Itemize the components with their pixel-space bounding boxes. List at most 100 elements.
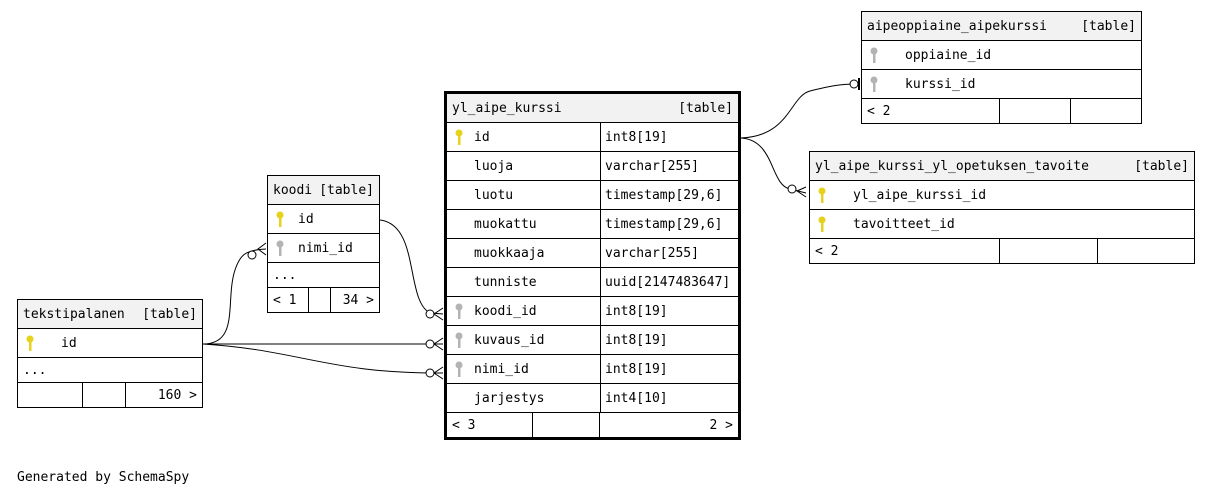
edge-aipekurssi-kurssi: [740, 83, 859, 139]
column-name: tavoitteet_id: [853, 216, 955, 232]
column-type: uuid[2147483647]: [600, 268, 730, 296]
footer-spacer: [83, 383, 126, 407]
table-name: yl_aipe_kurssi_yl_opetuksen_tavoite: [815, 158, 1089, 174]
table-tekstipalanen[interactable]: tekstipalanen [table] id ... 160 >: [17, 299, 203, 408]
table-footer: < 1 34 >: [268, 288, 379, 312]
footer-spacer: [309, 288, 331, 312]
table-tag: [table]: [319, 182, 374, 198]
column-type: int8[19]: [600, 123, 668, 151]
column-row[interactable]: luotu timestamp[29,6]: [447, 181, 738, 210]
generated-by-label: Generated by SchemaSpy: [17, 470, 190, 485]
table-tag: [table]: [1134, 158, 1189, 174]
foreign-key-icon: [276, 240, 284, 256]
edge-koodi-koodi: [379, 219, 444, 315]
column-name: muokattu: [474, 216, 537, 232]
column-row[interactable]: id: [268, 205, 379, 234]
footer-spacer: [1000, 239, 1098, 263]
table-header: aipeoppiaine_aipekurssi [table]: [862, 12, 1141, 41]
table-name: koodi: [273, 182, 313, 198]
primary-key-icon: [26, 335, 34, 351]
column-type: int8[19]: [600, 297, 668, 325]
edge-end-circle: [425, 309, 435, 319]
table-footer: < 2: [862, 99, 1141, 123]
table-header: yl_aipe_kurssi [table]: [447, 94, 738, 123]
column-name: id: [298, 211, 314, 227]
column-row[interactable]: nimi_id int8[19]: [447, 355, 738, 384]
table-footer: 160 >: [18, 383, 202, 407]
column-row[interactable]: luoja varchar[255]: [447, 152, 738, 181]
table-name: yl_aipe_kurssi: [452, 100, 562, 116]
column-row[interactable]: muokattu timestamp[29,6]: [447, 210, 738, 239]
foreign-key-icon: [870, 47, 878, 63]
footer-spacer: [1000, 99, 1071, 123]
table-footer: < 2: [810, 239, 1194, 263]
parents-count[interactable]: < 1: [268, 288, 309, 312]
parents-count[interactable]: < 2: [862, 99, 1000, 123]
column-row[interactable]: id int8[19]: [447, 123, 738, 152]
column-type: timestamp[29,6]: [600, 210, 722, 238]
column-name: koodi_id: [474, 303, 537, 319]
column-name: id: [474, 129, 490, 145]
table-header: tekstipalanen [table]: [18, 300, 202, 329]
table-koodi[interactable]: koodi [table] id nimi_id ... < 1 34 >: [267, 175, 380, 313]
parents-count[interactable]: < 2: [810, 239, 1000, 263]
column-row[interactable]: kuvaus_id int8[19]: [447, 326, 738, 355]
column-name: kurssi_id: [905, 76, 976, 92]
children-count[interactable]: 2 >: [709, 417, 733, 433]
column-type: int8[19]: [600, 326, 668, 354]
foreign-key-icon: [455, 332, 463, 348]
primary-key-icon: [455, 129, 463, 145]
primary-key-icon: [276, 211, 284, 227]
table-footer: < 3 2 >: [447, 413, 738, 437]
primary-key-icon: [818, 187, 826, 203]
column-row[interactable]: tavoitteet_id: [810, 210, 1194, 239]
foreign-key-icon: [870, 76, 878, 92]
column-name: jarjestys: [474, 390, 545, 406]
children-count[interactable]: 160 >: [157, 387, 197, 403]
more-columns: ...: [268, 263, 379, 288]
column-row[interactable]: kurssi_id: [862, 70, 1141, 99]
table-tag: [table]: [678, 100, 733, 116]
edge-teksti-koodi: [202, 248, 267, 345]
column-name: tunniste: [474, 274, 537, 290]
column-type: int4[10]: [600, 384, 668, 412]
edge-end-circle: [787, 184, 797, 194]
column-name: oppiaine_id: [905, 47, 992, 63]
column-name: yl_aipe_kurssi_id: [853, 187, 987, 203]
table-aipeoppiaine-aipekurssi[interactable]: aipeoppiaine_aipekurssi [table] oppiaine…: [861, 11, 1142, 124]
column-name: nimi_id: [298, 240, 353, 256]
column-name: nimi_id: [474, 361, 529, 377]
column-row[interactable]: yl_aipe_kurssi_id: [810, 181, 1194, 210]
column-row[interactable]: muokkaaja varchar[255]: [447, 239, 738, 268]
column-type: timestamp[29,6]: [600, 181, 722, 209]
table-yl-aipe-kurssi[interactable]: yl_aipe_kurssi [table] id int8[19] luoja…: [444, 91, 741, 440]
column-name: kuvaus_id: [474, 332, 545, 348]
column-row[interactable]: jarjestys int4[10]: [447, 384, 738, 413]
column-row[interactable]: koodi_id int8[19]: [447, 297, 738, 326]
foreign-key-icon: [455, 303, 463, 319]
column-type: varchar[255]: [600, 239, 699, 267]
children-count[interactable]: [1071, 99, 1141, 123]
edge-end-circle: [425, 368, 435, 378]
table-header: yl_aipe_kurssi_yl_opetuksen_tavoite [tab…: [810, 152, 1194, 181]
edge-teksti-nimi: [202, 343, 444, 374]
children-count[interactable]: 34 >: [342, 292, 374, 308]
column-type: int8[19]: [600, 355, 668, 383]
parents-count[interactable]: [18, 383, 83, 407]
children-count[interactable]: [1098, 239, 1194, 263]
column-row[interactable]: tunniste uuid[2147483647]: [447, 268, 738, 297]
more-columns: ...: [18, 358, 202, 383]
table-yl-aipe-kurssi-yl-opetuksen-tavoite[interactable]: yl_aipe_kurssi_yl_opetuksen_tavoite [tab…: [809, 151, 1195, 264]
column-name: muokkaaja: [474, 245, 545, 261]
column-row[interactable]: id: [18, 329, 202, 358]
edge-end-circle: [247, 250, 257, 260]
parents-count[interactable]: < 3: [447, 413, 533, 437]
column-row[interactable]: oppiaine_id: [862, 41, 1141, 70]
column-name: luotu: [474, 187, 514, 203]
edge-end-circle: [425, 339, 435, 349]
column-type: varchar[255]: [600, 152, 699, 180]
table-name: aipeoppiaine_aipekurssi: [867, 18, 1048, 34]
column-name: luoja: [474, 158, 514, 174]
column-row[interactable]: nimi_id: [268, 234, 379, 263]
